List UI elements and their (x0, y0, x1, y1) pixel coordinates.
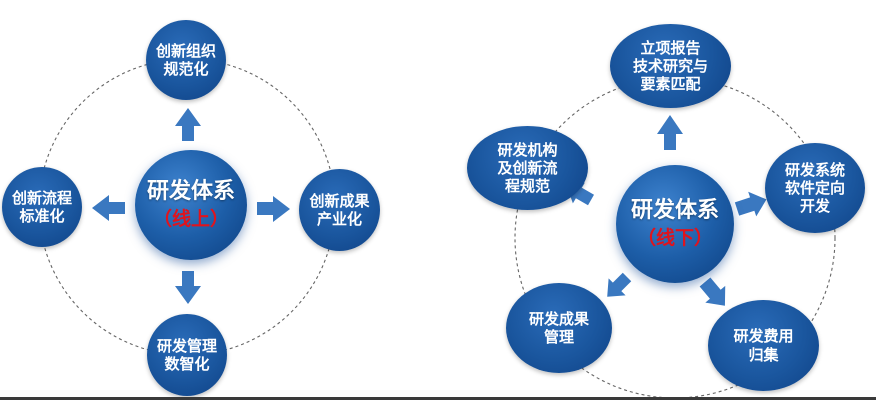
hub-subtitle: （线下） (636, 226, 713, 249)
arrow-down-icon (175, 271, 201, 304)
node-label-line: 研发成果 (528, 309, 589, 328)
hub-online: 研发体系 （线上） (135, 150, 247, 260)
node-label-line: 程规范 (504, 177, 550, 196)
hub-title: 研发体系 (146, 179, 235, 204)
node-label-line: 数智化 (164, 355, 210, 373)
node-rd-results-management: 研发成果 管理 (506, 283, 612, 373)
node-label-line: 研发费用 (733, 327, 794, 346)
offline-rd-system-diagram: 研发体系 （线下） 立项报告 技术研究与 要素匹配 研发机构 及创新流 程规范 … (440, 0, 876, 397)
node-label-line: 标准化 (19, 207, 65, 225)
node-label-line: 要素匹配 (640, 75, 701, 94)
node-rd-institution: 研发机构 及创新流 程规范 (467, 126, 588, 210)
node-label-line: 创新流程 (11, 188, 72, 207)
bottom-bar (0, 397, 876, 400)
arrow-upper-right-icon (734, 191, 767, 217)
arrow-lower-right-icon (699, 277, 726, 306)
node-project-report: 立项报告 技术研究与 要素匹配 (610, 24, 731, 108)
node-rd-expense: 研发费用 归集 (708, 300, 819, 391)
node-label-line: 管理 (543, 328, 574, 346)
node-rd-software: 研发系统 软件定向 开发 (765, 143, 865, 233)
arrow-up-icon (657, 115, 683, 150)
arrow-right-icon (257, 196, 290, 222)
dashed-ring (514, 77, 836, 397)
online-rd-system-diagram: 研发体系 （线上） 创新组织 规范化 创新流程 标准化 创新成果 产业化 研发管… (0, 0, 440, 397)
node-innovation-results: 创新成果 产业化 (299, 169, 380, 251)
node-label-line: 规范化 (163, 60, 209, 78)
arrow-left-icon (92, 195, 125, 221)
hub-title: 研发体系 (630, 198, 719, 223)
arrow-lower-left-icon (607, 272, 632, 297)
hub-subtitle: （线上） (152, 207, 229, 230)
node-label-line: 开发 (799, 197, 830, 216)
node-label-line: 软件定向 (784, 178, 845, 197)
node-label-line: 及创新流 (497, 158, 558, 177)
hub-offline: 研发体系 （线下） (616, 165, 734, 283)
node-label-line: 技术研究与 (632, 56, 708, 75)
node-label-line: 研发系统 (784, 160, 845, 179)
node-innovation-process: 创新流程 标准化 (2, 167, 82, 247)
arrow-up-icon (175, 108, 201, 141)
node-label-line: 研发管理 (156, 336, 217, 355)
node-label-line: 创新组织 (155, 41, 216, 60)
node-label-line: 创新成果 (309, 191, 370, 210)
node-label-line: 研发机构 (497, 140, 558, 159)
node-label-line: 产业化 (316, 210, 362, 228)
node-rd-management: 研发管理 数智化 (147, 314, 227, 396)
node-label-line: 立项报告 (640, 38, 701, 57)
node-label-line: 归集 (748, 345, 779, 364)
node-innovation-organization: 创新组织 规范化 (146, 20, 226, 100)
